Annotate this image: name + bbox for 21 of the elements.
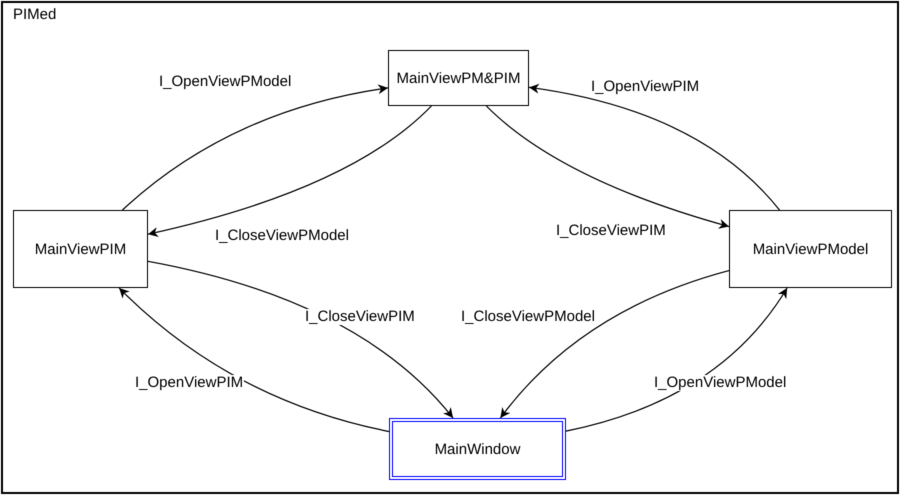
edge-label: I_CloseViewPIM [304,309,416,325]
edge-label: I_OpenViewPModel [158,74,292,90]
initial-state-box: MainWindow [389,418,566,480]
transition-arrow [500,270,730,418]
edge-label: I_CloseViewPModel [460,309,596,325]
frame-title: PIMed [13,6,56,23]
state-box: MainViewPIM [13,210,148,288]
edge-label: I_OpenViewPModel [653,375,788,391]
state-box: MainViewPModel [729,210,892,288]
state-box: MainViewPM&PIM [388,50,529,106]
edge-label: I_CloseViewPModel [214,228,350,244]
edge-label: I_OpenViewPIM [590,79,700,95]
transition-arrow [528,84,780,210]
transition-arrow [148,106,432,237]
transition-arrow [122,84,388,210]
transition-arrow [148,260,454,418]
transition-arrow [486,106,730,229]
edge-label: I_CloseViewPIM [555,223,667,239]
transition-arrow [118,288,390,432]
edge-label: I_OpenViewPIM [134,375,244,391]
transition-arrow [566,288,788,432]
